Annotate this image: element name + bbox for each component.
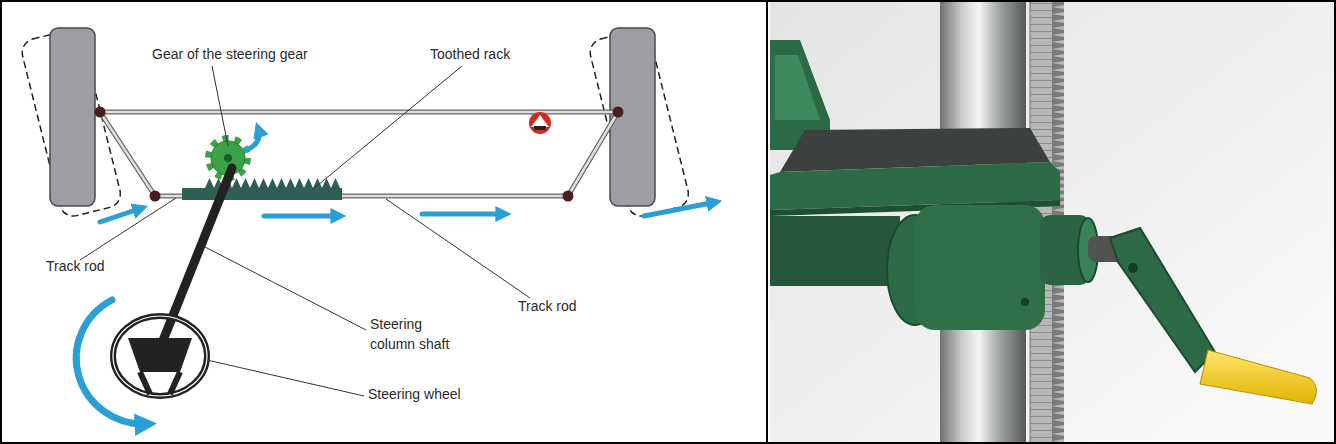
table-housing [770, 205, 1098, 330]
toothed-rack [182, 178, 342, 200]
pivot-joint [150, 191, 161, 202]
logo-mark [534, 126, 546, 130]
steering-column [160, 168, 232, 348]
motion-arrow [76, 300, 148, 424]
pivot-joint [613, 107, 624, 118]
crank-handle [1128, 263, 1138, 273]
pivot-joint [563, 191, 574, 202]
table-housing [915, 205, 1045, 330]
motion-arrow [100, 208, 142, 222]
logo-mark [531, 115, 549, 127]
leader-line [207, 360, 364, 396]
photo-background [770, 0, 1336, 444]
logo-mark [529, 112, 551, 134]
left-panel [0, 0, 767, 444]
leader-line [80, 198, 176, 260]
tie-bar [568, 112, 618, 196]
photo-background [770, 0, 1336, 444]
leader-line [205, 247, 366, 330]
part-label: Steering wheel [368, 384, 498, 404]
steering-wheel [113, 316, 207, 396]
steering-column [160, 168, 232, 348]
frame [766, 0, 768, 444]
part-label: Toothed rack [430, 44, 550, 64]
leader-line [80, 66, 530, 396]
motion-arrow [76, 128, 716, 424]
part-label: Track rod [518, 296, 608, 316]
steering-wheel [128, 338, 192, 372]
part-label: Gear of the steering gear [152, 44, 352, 64]
leader-line [386, 199, 530, 298]
pivot-joint [95, 107, 106, 118]
crank-handle [1088, 228, 1317, 404]
drill-table [770, 128, 1060, 216]
motion-arrow [422, 212, 505, 217]
steering-wheel [140, 372, 150, 394]
leader-line [312, 66, 462, 190]
steering-wheel [170, 372, 180, 394]
left-panel [0, 0, 767, 444]
leader-line [212, 66, 228, 146]
pivot-joint [95, 107, 624, 202]
wheel-right [587, 27, 691, 219]
wheel-right [610, 28, 655, 206]
table-housing [770, 216, 900, 286]
steering-wheel [113, 316, 207, 396]
toothed-rack [182, 188, 342, 200]
tie-bar [100, 112, 155, 196]
tie-bar [568, 112, 618, 196]
motion-arrow [246, 128, 259, 150]
vise-bracket [775, 55, 820, 120]
crank-handle [1200, 350, 1317, 404]
tie-bar [100, 112, 155, 196]
motion-arrow [644, 202, 716, 216]
pinion-gear [224, 154, 232, 162]
steering-wheel [113, 316, 207, 396]
part-label: Steering column shaft [370, 314, 470, 354]
table-housing [1021, 298, 1029, 306]
part-label: Track rod [46, 256, 136, 276]
crank-handle [1110, 228, 1215, 372]
motion-arrow [264, 214, 340, 219]
wheel-right [587, 27, 691, 219]
tie-bar [100, 112, 618, 196]
wheel-left [50, 28, 95, 206]
logo-mark [529, 112, 551, 134]
